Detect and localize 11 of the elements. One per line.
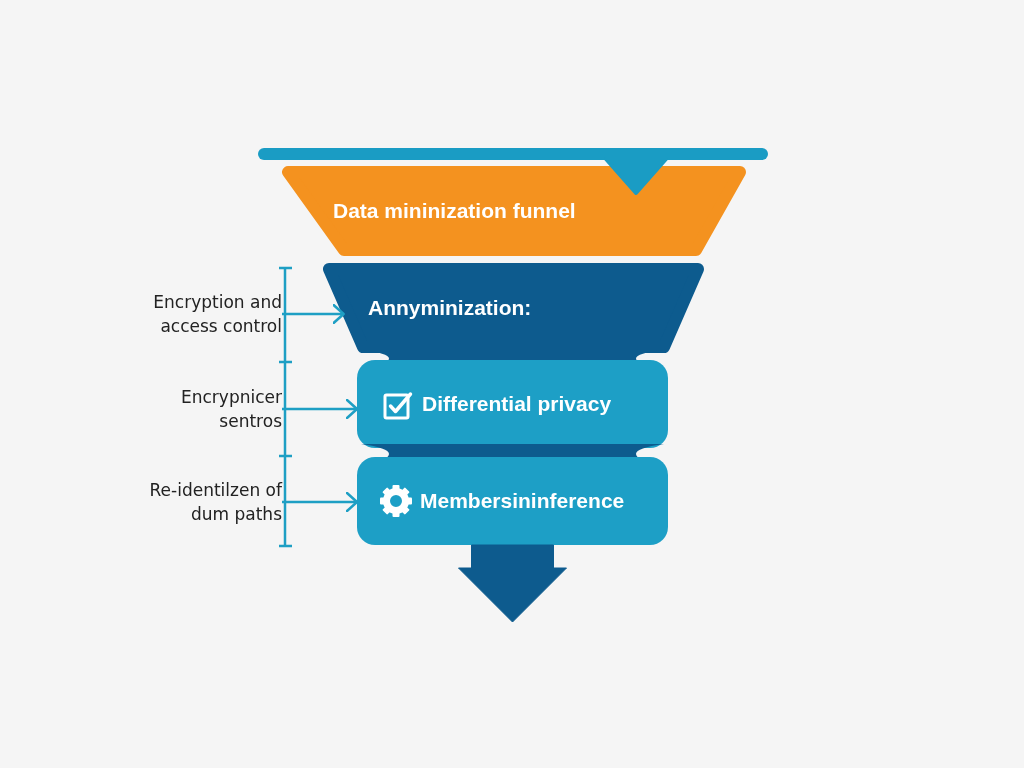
arrow (282, 398, 359, 420)
stage-label: Annyminization: (368, 295, 532, 321)
stage-label: Membersininference (420, 488, 625, 514)
annotation-text: Re-identilzen of dum paths (148, 479, 282, 526)
arrow (282, 491, 359, 513)
stage-label: Differential privacy (422, 391, 612, 417)
annotation-text: Encryption and access control (152, 291, 282, 338)
arrow (282, 303, 345, 325)
stage-label: Data mininization funnel (333, 198, 576, 224)
annotation-text: Encrypnicer sentros (180, 386, 282, 433)
block-arrow (458, 544, 567, 623)
